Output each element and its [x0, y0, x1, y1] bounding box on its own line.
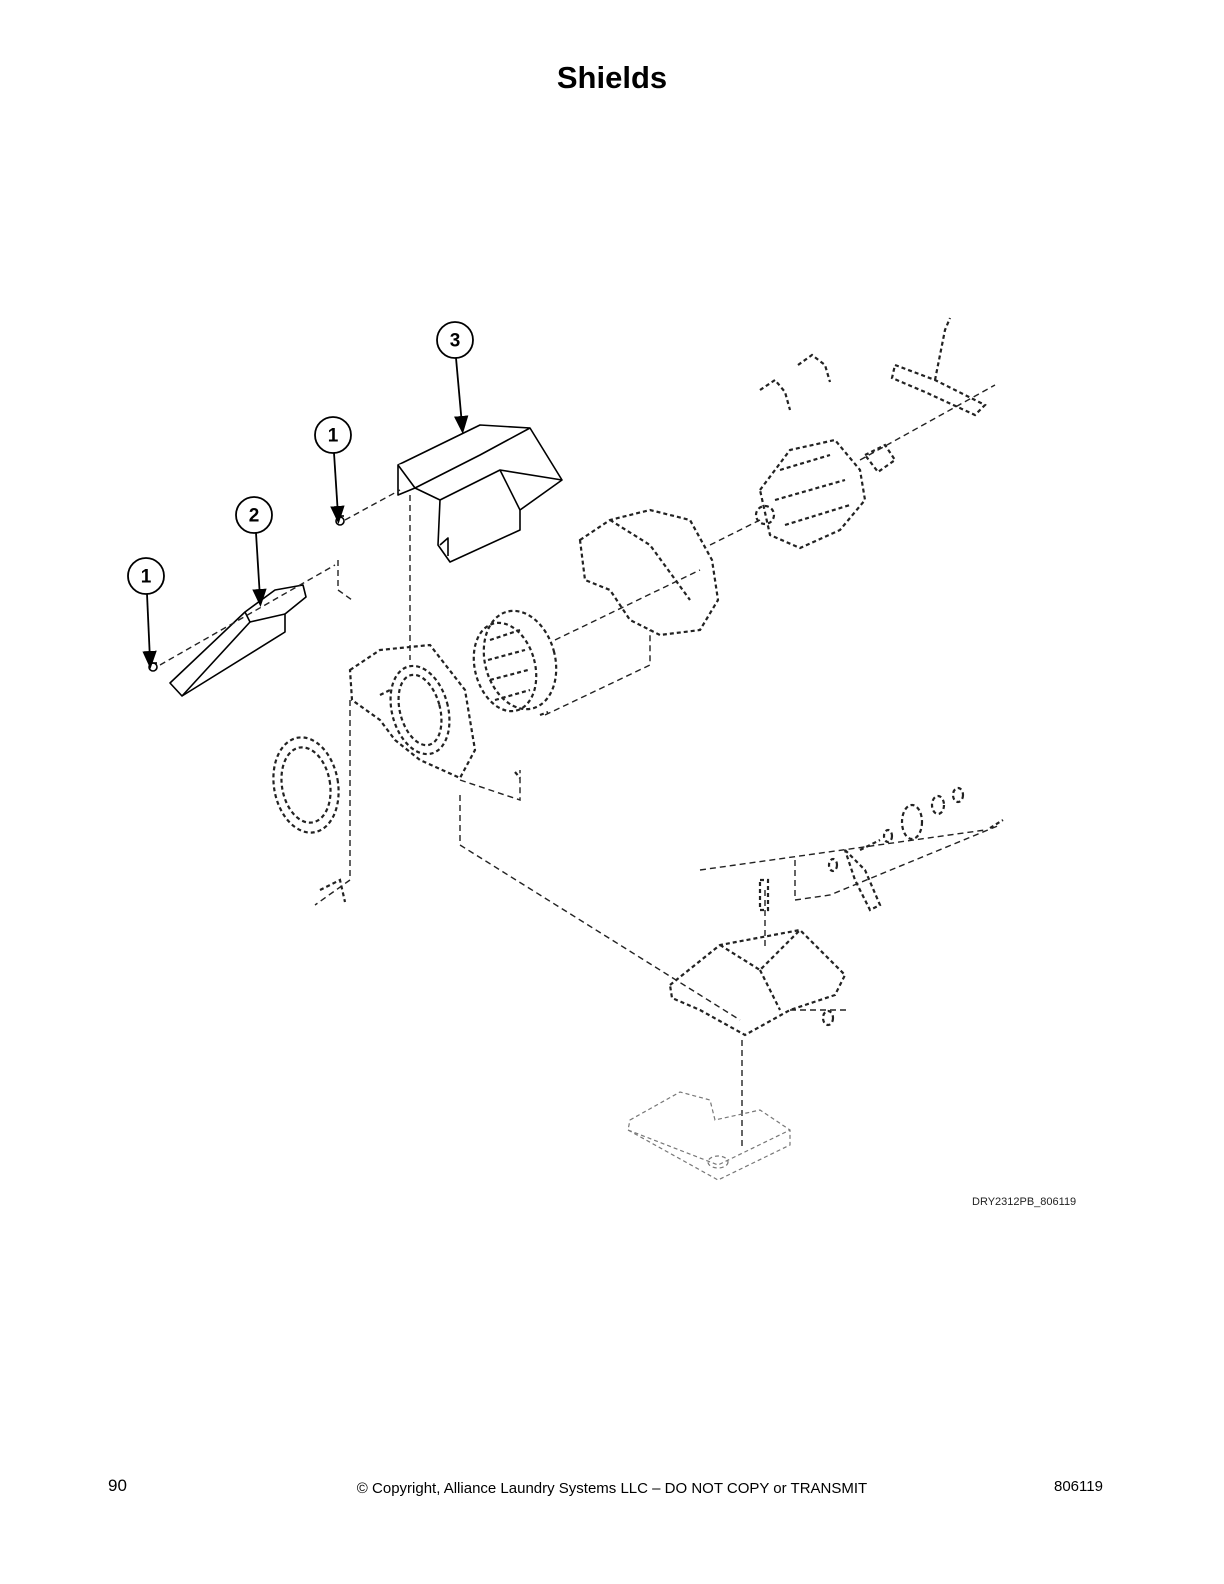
- copyright-notice: © Copyright, Alliance Laundry Systems LL…: [356, 1480, 868, 1497]
- page-title: Shields: [556, 60, 668, 95]
- motor: [754, 438, 897, 550]
- screw-1-lower: [148, 662, 158, 672]
- assembly-leader-lines: [159, 384, 1001, 1150]
- callout-1-upper: 1: [314, 416, 352, 524]
- page-number: 90: [108, 1476, 127, 1495]
- callout-label: 1: [328, 426, 339, 447]
- callout-label: 2: [249, 506, 260, 527]
- screw-1-upper: [335, 515, 345, 526]
- document-number: 806119: [1054, 1478, 1103, 1495]
- base-plate: [627, 1091, 791, 1181]
- callout-3: 3: [436, 321, 474, 434]
- housing-rings: [272, 643, 477, 834]
- figure-id: DRY2312PB_806119: [972, 1196, 1077, 1208]
- clips: [759, 317, 987, 417]
- idler-assembly: [319, 689, 1004, 1037]
- callout-label: 3: [450, 331, 461, 352]
- callout-label: 1: [141, 567, 152, 588]
- shield-2-part: [169, 584, 307, 697]
- callout-2: 2: [235, 496, 273, 607]
- callout-1-lower: 1: [127, 557, 165, 669]
- blower-wheel: [472, 609, 558, 713]
- shield-3-part: [397, 424, 563, 563]
- fan-housing: [578, 508, 720, 637]
